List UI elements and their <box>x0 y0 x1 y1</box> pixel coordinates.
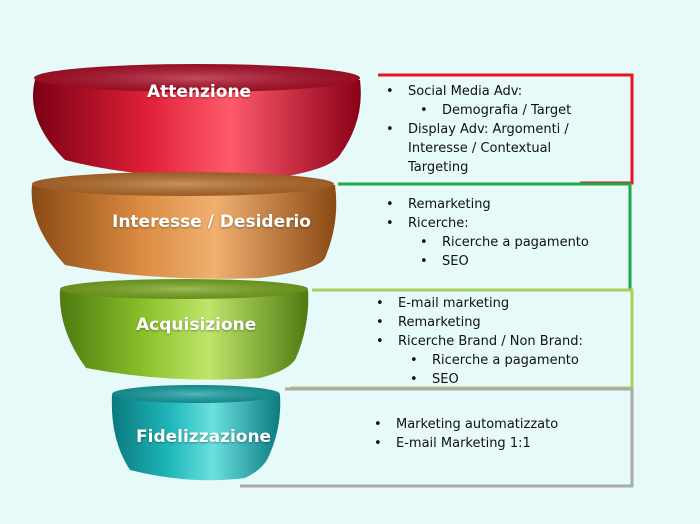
funnel-stage-rim-shade <box>32 172 334 196</box>
funnel-stage-acquisizione <box>59 279 309 380</box>
connector-box-fidelizzazione <box>240 387 634 488</box>
funnel-stage-body <box>31 185 337 279</box>
list-item: SEO <box>380 252 589 271</box>
stage-text-fidelizzazione: Marketing automatizzato E-mail Marketing… <box>368 415 558 453</box>
funnel-stage-body <box>59 290 309 380</box>
list-item: Ricerche a pagamento <box>370 351 583 370</box>
list-item-continuation: Targeting <box>380 158 571 177</box>
list-item-text: Interesse / Contextual <box>408 141 552 156</box>
list-item-continuation: Interesse / Contextual <box>380 139 571 158</box>
funnel-stage-interesse <box>31 172 337 279</box>
list-item: Social Media Adv: <box>380 82 571 101</box>
stage-text-acquisizione: E-mail marketing Remarketing Ricerche Br… <box>370 294 583 389</box>
list-item: E-mail Marketing 1:1 <box>368 434 558 453</box>
connector-box-interesse <box>338 182 632 289</box>
list-item: Ricerche: <box>380 214 589 233</box>
stage-text-attenzione: Social Media Adv: Demografia / Target Di… <box>380 82 571 177</box>
stage-text-interesse: Remarketing Ricerche: Ricerche a pagamen… <box>380 195 589 271</box>
funnel-stage-body <box>33 80 361 179</box>
funnel-stage-rim-shade <box>112 385 280 403</box>
list-item-text: Targeting <box>408 160 469 175</box>
list-item: Remarketing <box>380 195 589 214</box>
list-item: Marketing automatizzato <box>368 415 558 434</box>
funnel-stage-fidelizzazione <box>111 385 281 481</box>
list-item: SEO <box>370 370 583 389</box>
funnel-stage-rim-shade <box>34 64 360 92</box>
stage-label-fidelizzazione: Fidelizzazione <box>136 427 272 447</box>
stage-label-attenzione: Attenzione <box>147 82 252 102</box>
funnel-stage-body <box>111 395 281 481</box>
stage-label-interesse: Interesse / Desiderio <box>112 212 311 232</box>
list-item: E-mail marketing <box>370 294 583 313</box>
list-item: Remarketing <box>370 313 583 332</box>
list-item: Demografia / Target <box>380 101 571 120</box>
list-item: Ricerche Brand / Non Brand: <box>370 332 583 351</box>
funnel-stage-attenzione <box>33 64 361 179</box>
funnel-stage-rim-shade <box>60 279 308 299</box>
list-item: Ricerche a pagamento <box>380 233 589 252</box>
list-item: Display Adv: Argomenti / <box>380 120 571 139</box>
stage-label-acquisizione: Acquisizione <box>136 315 257 335</box>
